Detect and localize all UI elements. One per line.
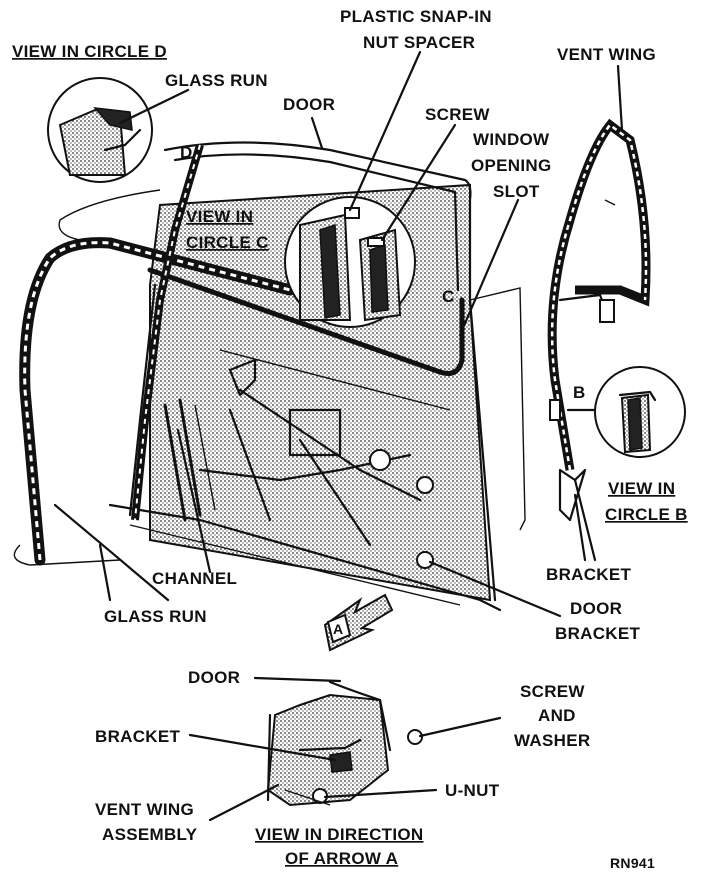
labels: VIEW IN CIRCLE D GLASS RUN DOOR PLASTIC … [12,7,688,871]
label-view-in-circle-b-1: VIEW IN [608,479,675,498]
label-window-opening-1: WINDOW [473,130,550,149]
leader-lines [53,50,624,822]
label-view-in-circle-c-2: CIRCLE C [186,233,269,252]
label-channel: CHANNEL [152,569,237,588]
circle-d-detail [47,77,153,183]
callout-letter-c: C [442,287,455,306]
label-view-in-direction-1: VIEW IN DIRECTION [255,825,424,844]
label-door-bottom: DOOR [188,668,240,687]
label-vent-wing-assembly-2: ASSEMBLY [102,825,198,844]
label-window-opening-3: SLOT [493,182,540,201]
callout-letter-b: B [573,383,586,402]
label-view-in-circle-c-1: VIEW IN [186,207,253,226]
label-view-in-circle-b-2: CIRCLE B [605,505,688,524]
label-door-bracket-1: DOOR [570,599,622,618]
label-plastic-snap-in-1: PLASTIC SNAP-IN [340,7,492,26]
label-u-nut: U-NUT [445,781,500,800]
label-vent-wing: VENT WING [557,45,656,64]
circle-b-detail [549,366,686,458]
label-screw-and-washer-2: AND [538,706,576,725]
label-window-opening-2: OPENING [471,156,552,175]
label-screw-and-washer-1: SCREW [520,682,585,701]
label-screw-top: SCREW [425,105,490,124]
label-bracket-right: BRACKET [546,565,632,584]
label-door-top: DOOR [283,95,335,114]
label-plastic-snap-in-2: NUT SPACER [363,33,475,52]
label-view-in-direction-2: OF ARROW A [285,849,398,868]
callout-letter-a: A [333,621,343,637]
vent-wing [547,118,651,522]
label-view-in-circle-d: VIEW IN CIRCLE D [12,42,167,61]
arrow-a [323,593,394,652]
arrow-a-detail [266,680,423,807]
glass-run-front [13,143,296,566]
circle-c-detail [284,196,416,328]
label-glass-run-top: GLASS RUN [165,71,268,90]
callout-letter-d: D [180,143,193,162]
label-vent-wing-assembly-1: VENT WING [95,800,194,819]
figure-code: RN941 [610,855,655,871]
label-door-bracket-2: BRACKET [555,624,641,643]
label-glass-run-bottom: GLASS RUN [104,607,207,626]
label-bracket-bottom: BRACKET [95,727,181,746]
label-screw-and-washer-3: WASHER [514,731,590,750]
